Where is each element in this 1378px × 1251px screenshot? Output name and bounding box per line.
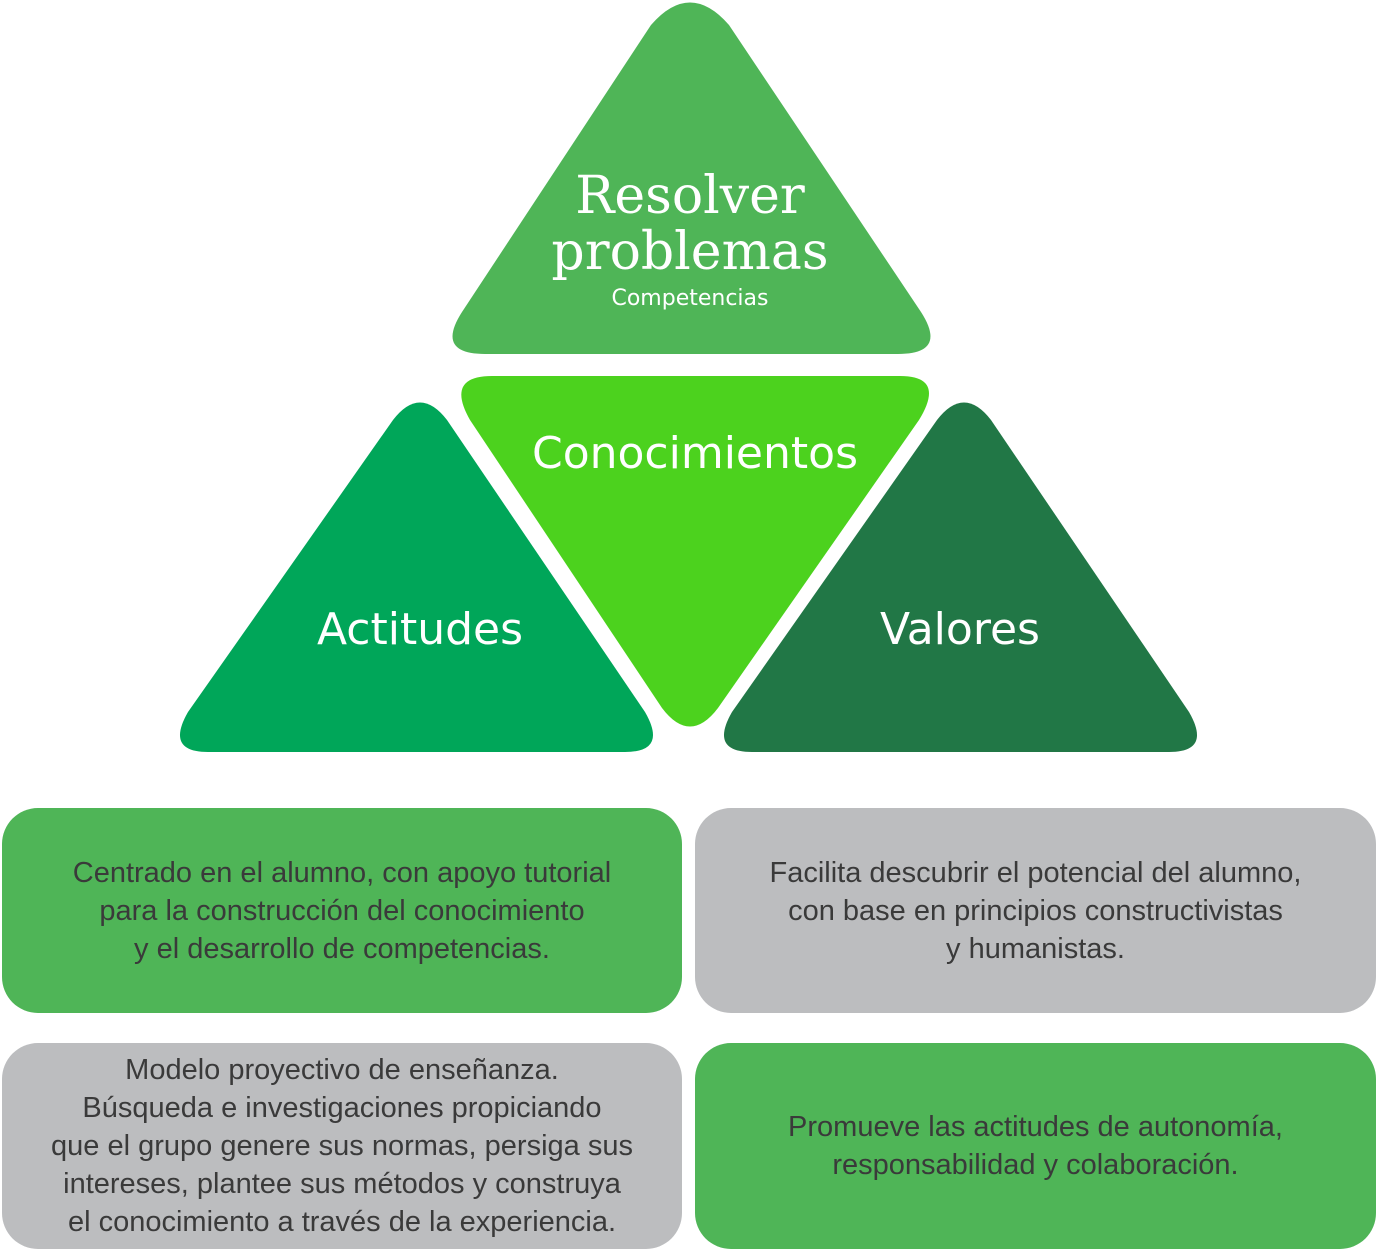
label-competencias: Competencias bbox=[611, 286, 769, 311]
card-centrado-en-el-alumno: Centrado en el alumno, con apoyo tutoria… bbox=[2, 808, 682, 1013]
label-conocimientos: Conocimientos bbox=[531, 428, 858, 479]
card-text: Centrado en el alumno, con apoyo tutoria… bbox=[72, 856, 612, 965]
card-modelo-proyectivo: Modelo proyectivo de enseñanza. Búsqueda… bbox=[2, 1043, 682, 1249]
card-text: Promueve las actitudes de autonomía, res… bbox=[788, 1111, 1283, 1181]
triangle-right-valores bbox=[723, 402, 1198, 752]
label-valores: Valores bbox=[880, 604, 1040, 655]
card-text: Modelo proyectivo de enseñanza. Búsqueda… bbox=[51, 1054, 633, 1238]
label-actitudes: Actitudes bbox=[316, 604, 524, 655]
card-promueve-actitudes: Promueve las actitudes de autonomía, res… bbox=[695, 1043, 1376, 1249]
label-resolver-problemas: Resolver problemas bbox=[551, 166, 829, 282]
card-text: Facilita descubrir el potencial del alum… bbox=[769, 856, 1302, 965]
triangle-top-resolver-problemas bbox=[452, 2, 931, 354]
triangle-diagram bbox=[179, 2, 1198, 752]
triangle-center-conocimientos bbox=[461, 376, 929, 727]
card-facilita-descubrir: Facilita descubrir el potencial del alum… bbox=[695, 808, 1376, 1013]
triangle-left-actitudes bbox=[179, 402, 654, 752]
